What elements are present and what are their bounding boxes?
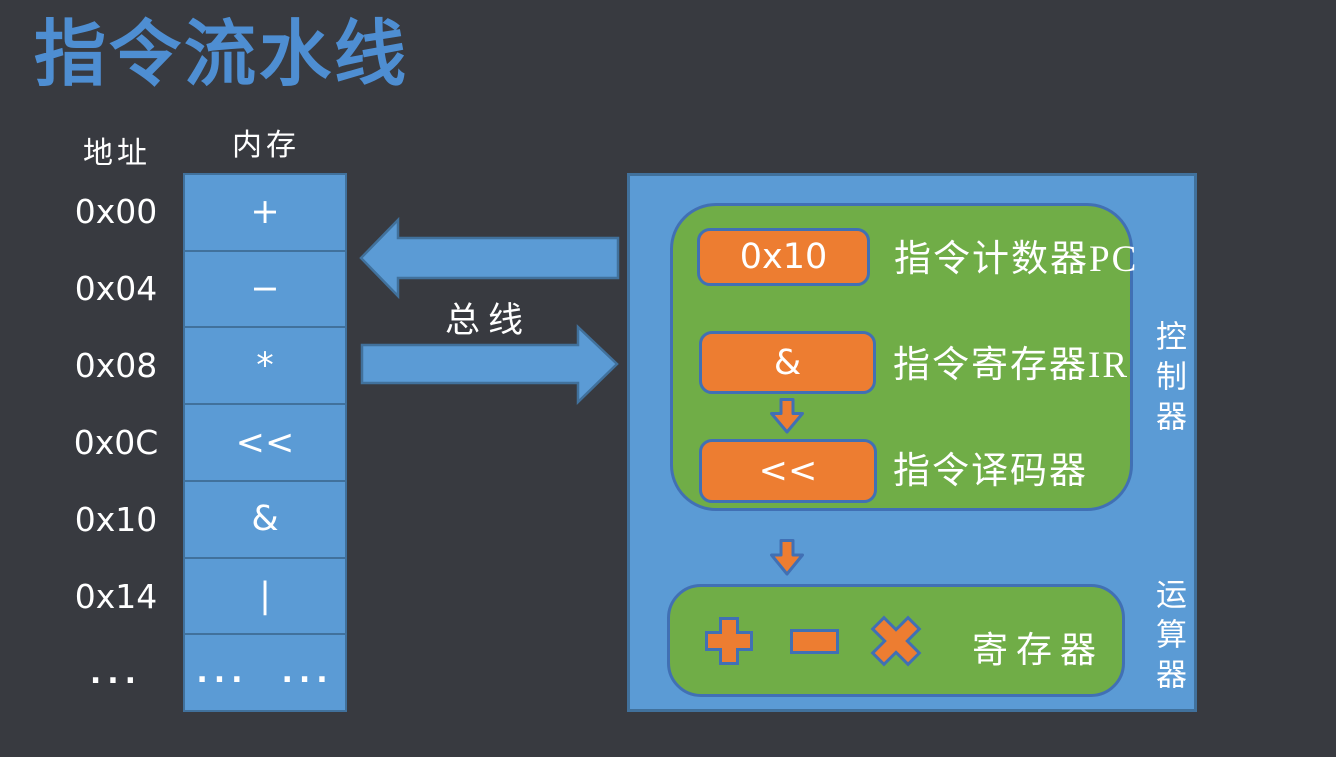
ir-label: 指令寄存器IR bbox=[893, 345, 1129, 386]
bus-label: 总线 bbox=[444, 301, 531, 340]
address-column-header: 地址 bbox=[83, 137, 151, 170]
times-operator-icon bbox=[870, 615, 922, 667]
address-label: ... bbox=[89, 656, 143, 691]
memory-cell: | bbox=[185, 559, 345, 636]
memory-table: + − * << & | ... ... bbox=[183, 173, 347, 712]
memory-cell: − bbox=[185, 252, 345, 329]
memory-cell: << bbox=[185, 405, 345, 482]
address-label: 0x08 bbox=[74, 346, 158, 385]
controller-side-label: 控制器 bbox=[1151, 320, 1186, 440]
address-label: 0x10 bbox=[74, 500, 158, 539]
pc-label: 指令计数器PC bbox=[894, 239, 1139, 280]
down-arrow-icon bbox=[770, 398, 804, 434]
decoder-value-box: << bbox=[699, 439, 877, 503]
address-label: 0x0C bbox=[73, 423, 159, 462]
decoder-label: 指令译码器 bbox=[893, 451, 1088, 492]
bus-arrow-left-icon bbox=[359, 216, 620, 300]
memory-cell: & bbox=[185, 482, 345, 559]
down-arrow-icon bbox=[770, 539, 804, 576]
memory-cell: + bbox=[185, 175, 345, 252]
alu-side-label: 运算器 bbox=[1151, 578, 1186, 698]
plus-operator-icon bbox=[705, 617, 753, 665]
ir-value-box: & bbox=[699, 331, 876, 394]
register-label: 寄存器 bbox=[972, 630, 1105, 670]
memory-cell: * bbox=[185, 328, 345, 406]
bus-arrow-right-icon bbox=[360, 324, 619, 405]
memory-column-header: 内存 bbox=[232, 129, 300, 162]
address-label: 0x14 bbox=[74, 577, 158, 616]
address-label: 0x04 bbox=[74, 269, 158, 308]
address-label: 0x00 bbox=[74, 192, 158, 231]
address-column: 0x00 0x04 0x08 0x0C 0x10 0x14 ... bbox=[60, 173, 172, 712]
minus-operator-icon bbox=[790, 629, 839, 654]
memory-cell: ... ... bbox=[196, 655, 334, 691]
pc-value-box: 0x10 bbox=[697, 228, 870, 286]
page-title: 指令流水线 bbox=[34, 15, 410, 95]
